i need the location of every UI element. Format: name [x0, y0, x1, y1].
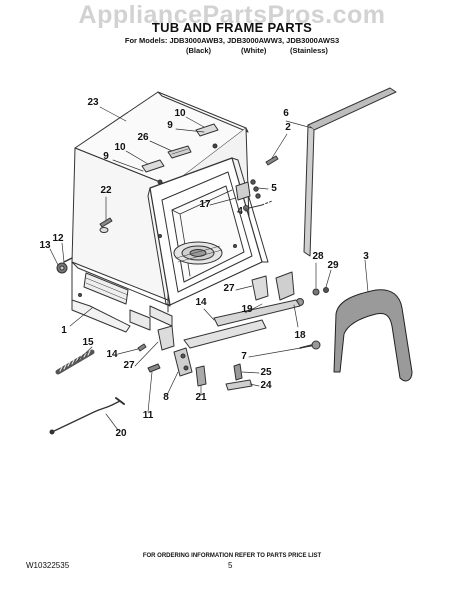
callout-12: 12 — [52, 233, 64, 244]
callout-5: 5 — [271, 183, 277, 194]
callout-15: 14 — [195, 297, 207, 308]
leveling-hardware — [157, 271, 301, 391]
callout-11: 11 — [142, 410, 154, 421]
page-number: 5 — [228, 561, 233, 570]
callout-9-top: 9 — [167, 120, 173, 131]
callout-25: 25 — [260, 367, 272, 378]
callout-18: 18 — [294, 330, 306, 341]
top-mounting-brackets — [141, 123, 219, 185]
finish-label-stainless: (Stainless) — [290, 46, 328, 55]
callout-13: 13 — [39, 240, 51, 251]
finish-label-black: (Black) — [186, 46, 212, 55]
diagram-title: TUB AND FRAME PARTS — [151, 20, 313, 35]
callout-10-side: 10 — [114, 142, 126, 153]
callout-23: 23 — [87, 97, 99, 108]
callout-29: 29 — [327, 260, 339, 271]
cable-clip — [115, 397, 125, 405]
model-list: For Models: JDB3000AWB3, JDB3000AWW3, JD… — [124, 36, 340, 45]
ordering-note: FOR ORDERING INFORMATION REFER TO PARTS … — [142, 553, 322, 559]
callout-2: 2 — [285, 122, 291, 133]
callout-6: 6 — [283, 108, 289, 119]
cable-end — [49, 429, 55, 435]
callout-10-top: 10 — [174, 108, 186, 119]
door-cable — [51, 400, 121, 433]
callout-27-lower: 27 — [123, 360, 135, 371]
screws — [56, 155, 329, 373]
callout-24: 24 — [260, 380, 272, 391]
side-seal-strip-lower — [303, 124, 315, 257]
callout-19: 19 — [241, 304, 253, 315]
callout-28: 28 — [312, 251, 324, 262]
document-number: W10322535 — [26, 561, 70, 570]
callout-14: 14 — [106, 349, 118, 360]
callout-1: 1 — [61, 325, 67, 336]
callout-22: 21 — [195, 392, 207, 403]
side-seal-strip — [307, 87, 397, 131]
callout-17: 17 — [199, 199, 211, 210]
door-spring — [55, 349, 95, 375]
hinge-hardware-cluster — [235, 179, 273, 211]
callout-26: 26 — [137, 132, 149, 143]
callout-7: 7 — [241, 351, 247, 362]
callout-4: 4 — [237, 206, 243, 217]
leader-lines — [49, 106, 369, 431]
callout-8: 8 — [163, 392, 169, 403]
callout-16: 15 — [82, 337, 94, 348]
callout-3: 3 — [363, 251, 369, 262]
callout-21: 22 — [100, 185, 112, 196]
watermark: AppliancePartsPros.com — [78, 1, 386, 29]
finish-label-white: (White) — [241, 46, 267, 55]
door-gasket — [333, 289, 413, 382]
tub-frame-assembly — [71, 91, 269, 333]
callout-9-side: 9 — [103, 151, 109, 162]
callout-27-upper: 27 — [223, 283, 235, 294]
callout-20: 20 — [115, 428, 127, 439]
